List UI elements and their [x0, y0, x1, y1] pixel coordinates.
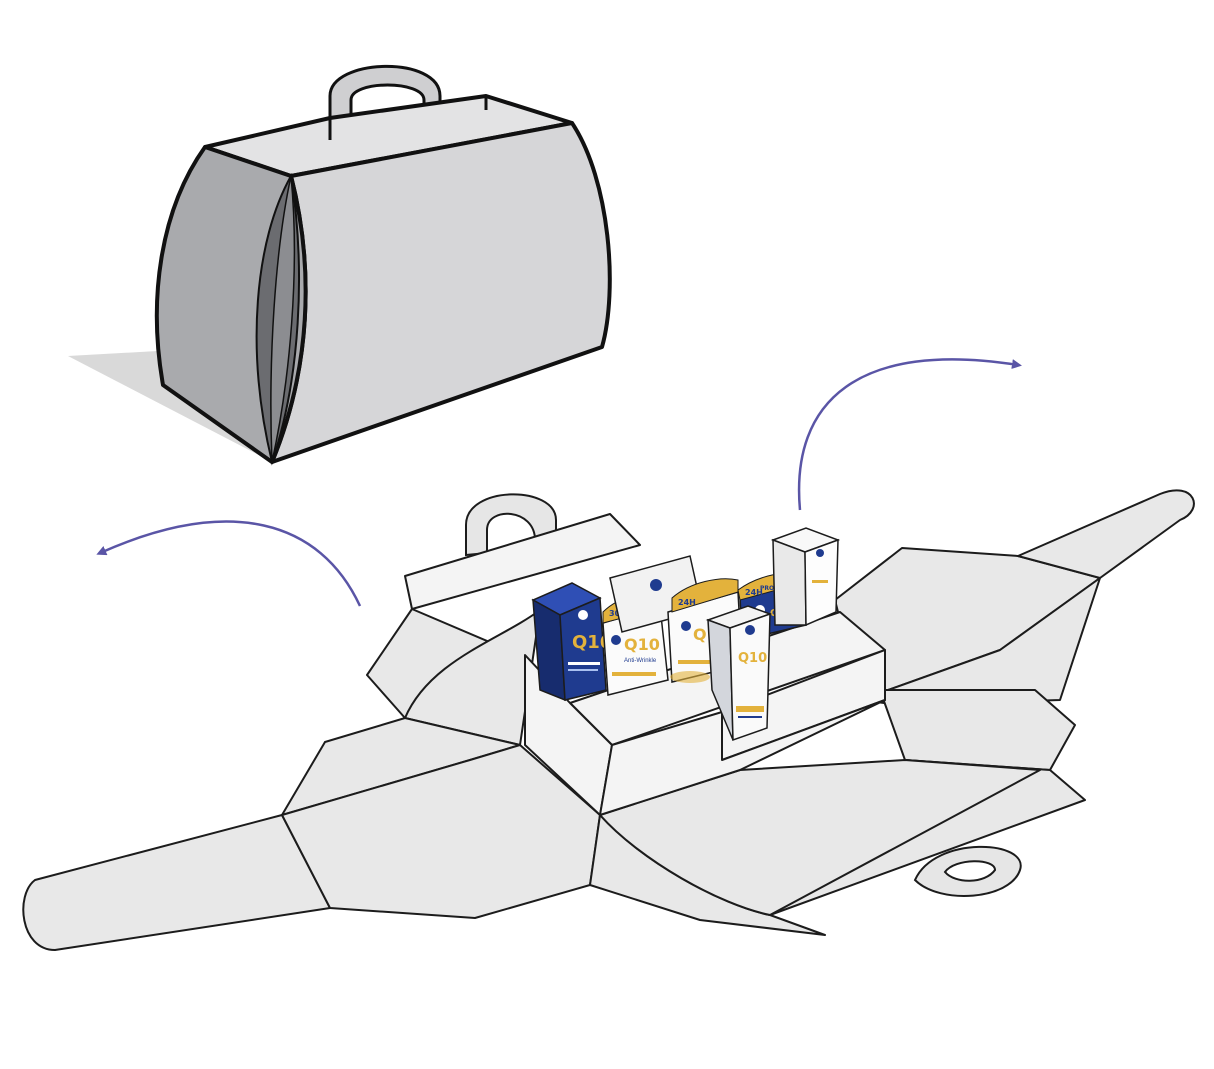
product-blue-box: Q10 — [531, 582, 612, 702]
product-white-tall-box — [770, 527, 841, 627]
cream-box-1-anti-wrinkle: Anti-Wrinkle — [624, 658, 657, 664]
closed-case — [68, 64, 612, 466]
front-right-bottom — [599, 759, 1041, 916]
product-serum-box: Q10 — [705, 605, 773, 742]
front-handle-icon — [913, 845, 1022, 897]
serum-box-q10: Q10 — [738, 651, 767, 666]
tray-front-wall — [599, 699, 886, 816]
curved-arrow-left-icon — [96, 520, 362, 607]
curved-arrow-right-icon — [797, 358, 1022, 511]
right-arm-tip — [1017, 489, 1195, 579]
open-box: Q10 30 PROTECTION Q10 Anti-Wrinkle 24H Q… — [22, 489, 1195, 951]
case-shadow — [68, 350, 272, 462]
banner-24h-label-2: 24H — [745, 588, 763, 597]
banner-30-label: 30 — [609, 609, 621, 618]
back-lid-panel — [404, 513, 641, 610]
blue-box-q10-label: Q10 — [572, 632, 612, 653]
right-arm-lower — [879, 689, 1076, 771]
cream-box-1-q10: Q10 — [624, 635, 660, 654]
left-arm-tip — [22, 814, 331, 951]
case-face — [270, 121, 612, 464]
banner-24h-label-1: 24H — [678, 598, 696, 607]
back-handle-icon — [465, 493, 557, 557]
